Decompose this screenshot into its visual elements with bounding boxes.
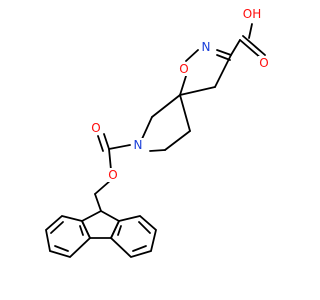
bonds — [45, 23, 266, 259]
acid-carbonyl-oxygen-background — [258, 56, 270, 70]
ring-oxygen-background — [178, 62, 190, 76]
carbamate-ester-oxygen-background — [107, 168, 119, 182]
atom-o-carbamate-ester: O — [108, 168, 117, 182]
bond-c7-n — [141, 116, 153, 140]
bond-carbamate-c-o — [108, 148, 112, 171]
bond-c9-left — [81, 210, 102, 222]
left-ring-double-2 — [54, 245, 69, 252]
bond-c5-c6 — [179, 94, 191, 132]
bond-carbamate-co-2 — [97, 135, 104, 152]
bond-n-o — [185, 49, 199, 62]
right-ring-double-2 — [132, 245, 147, 252]
bond-acid-carbonyl-1 — [239, 39, 263, 60]
atom-n-ring: N — [202, 40, 211, 54]
left-benzene-ring — [45, 215, 92, 259]
bond-c3-n — [216, 49, 232, 56]
bond-c9-n — [149, 149, 166, 152]
bond-o-c5 — [179, 75, 187, 96]
carbamate-carbonyl-oxygen-label: O — [90, 121, 102, 135]
acid-carbonyl-oxygen-label: O — [258, 56, 270, 70]
bond-c3-c4 — [214, 54, 232, 88]
oh-label-background — [242, 7, 262, 21]
atom-o-carbamate-carbonyl: O — [91, 121, 100, 135]
ring-nitrogen-label: N — [200, 40, 212, 54]
carbamate-carbonyl-oxygen-background — [90, 121, 102, 135]
bond-ch2-c9 — [94, 193, 102, 212]
bond-c9-right — [100, 210, 120, 222]
left-ring-double-1 — [50, 221, 64, 234]
bond-acid-carbonyl-2 — [242, 35, 266, 56]
bond-n-carbonyl — [108, 144, 131, 150]
bond-ester-o-ch2 — [94, 179, 112, 195]
atom-labels: OH N O O N O O — [90, 7, 270, 182]
left-ring-double-3 — [79, 225, 84, 236]
bond-c6-c9 — [164, 130, 191, 151]
pyrrolidine-nitrogen-background — [132, 138, 144, 152]
bond-c4-c5 — [179, 86, 216, 96]
right-ring-double-1 — [138, 221, 151, 234]
bond-c5-c7 — [151, 94, 181, 118]
bond-acid-ring — [230, 39, 241, 56]
molecule-structure: OH N O O N O O — [45, 7, 270, 259]
bond-carbamate-co-1 — [103, 133, 110, 150]
pyrrolidine-nitrogen-label: N — [132, 138, 144, 152]
atom-oh: OH — [243, 7, 261, 21]
ring-nitrogen-background — [200, 40, 212, 54]
bond-acid-oh — [248, 23, 253, 39]
ring-oxygen-label: O — [178, 62, 190, 76]
atom-n-pyrrolidine: N — [134, 138, 143, 152]
atom-o-ring: O — [179, 62, 188, 76]
oh-label: OH — [242, 7, 262, 21]
right-benzene-ring — [109, 215, 158, 259]
atom-o-acid-carbonyl: O — [259, 56, 268, 70]
right-ring-double-3 — [117, 225, 122, 236]
carbamate-ester-oxygen-label: O — [107, 168, 119, 182]
bond-c3-n-double — [216, 54, 231, 61]
